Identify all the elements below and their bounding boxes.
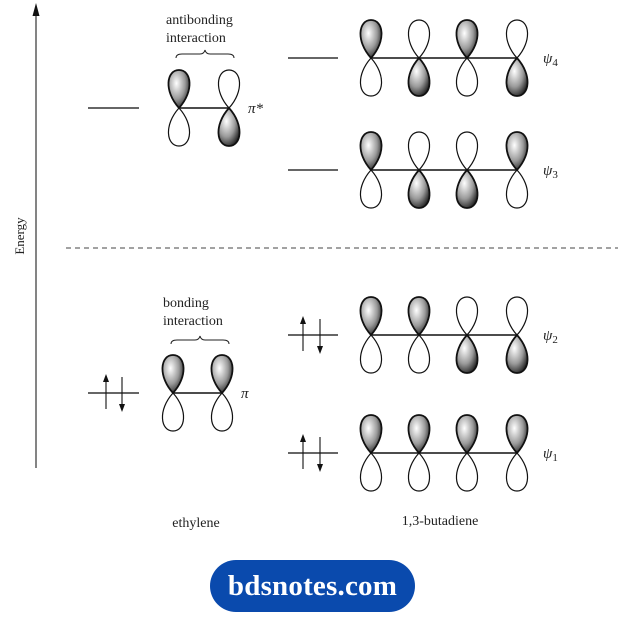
butadiene-label: 1,3-butadiene [402, 514, 479, 529]
open-lobe [407, 19, 431, 59]
spin-up-arrow-icon [300, 316, 306, 324]
open-lobe [210, 392, 234, 432]
orbital-label-pi_star: π* [248, 101, 264, 117]
open-lobe [455, 57, 479, 97]
orbital-psi3: ψ3 [288, 131, 558, 209]
shaded-lobe [359, 19, 383, 60]
open-lobe [359, 452, 383, 492]
shaded-lobe [407, 296, 431, 337]
shaded-lobe [167, 69, 191, 110]
open-lobe [455, 296, 479, 336]
orbital-label-pi: π [241, 386, 249, 402]
open-lobe [161, 392, 185, 432]
orbital-pi_star: π* [88, 69, 264, 147]
energy-axis-label: Energy [12, 217, 27, 255]
shaded-lobe [359, 296, 383, 337]
shaded-lobe [505, 333, 529, 374]
open-lobe [359, 334, 383, 374]
energy-axis: Energy [12, 3, 40, 468]
shaded-lobe [455, 19, 479, 60]
bonding-caption: bonding interaction [163, 296, 230, 345]
shaded-lobe [455, 168, 479, 209]
shaded-lobe [359, 131, 383, 172]
shaded-lobe [455, 333, 479, 374]
orbital-psi4: ψ4 [288, 19, 558, 97]
shaded-lobe [505, 56, 529, 97]
spin-down-arrow-icon [119, 404, 125, 412]
open-lobe [455, 452, 479, 492]
axis-arrowhead-icon [32, 3, 40, 16]
open-lobe [455, 131, 479, 171]
shaded-lobe [161, 354, 185, 395]
bdsnotes-watermark-badge[interactable]: bdsnotes.com [210, 560, 415, 612]
open-lobe [407, 334, 431, 374]
orbital-label-psi2: ψ2 [543, 328, 558, 346]
orbital-pi: π [88, 354, 249, 432]
shaded-lobe [407, 414, 431, 455]
open-lobe [505, 19, 529, 59]
ethylene-label: ethylene [172, 516, 219, 531]
orbital-label-psi4: ψ4 [543, 51, 558, 69]
shaded-lobe [505, 131, 529, 172]
spin-down-arrow-icon [317, 346, 323, 354]
orbital-psi2: ψ2 [288, 296, 558, 374]
shaded-lobe [505, 414, 529, 455]
shaded-lobe [407, 168, 431, 209]
antibonding-caption: antibonding interaction [166, 13, 235, 59]
open-lobe [505, 296, 529, 336]
open-lobe [217, 69, 241, 109]
shaded-lobe [455, 414, 479, 455]
spin-up-arrow-icon [103, 374, 109, 382]
open-lobe [407, 452, 431, 492]
svg-text:bonding: bonding [163, 296, 209, 311]
open-lobe [505, 169, 529, 209]
brace-icon [170, 335, 230, 345]
svg-text:interaction: interaction [163, 314, 223, 329]
shaded-lobe [210, 354, 234, 395]
shaded-lobe [359, 414, 383, 455]
open-lobe [167, 107, 191, 147]
svg-text:antibonding: antibonding [166, 13, 233, 28]
open-lobe [359, 169, 383, 209]
svg-text:interaction: interaction [166, 31, 226, 46]
orbital-layer: π* π ψ4 ψ3 ψ2 ψ1 [88, 19, 558, 492]
spin-down-arrow-icon [317, 464, 323, 472]
orbital-label-psi1: ψ1 [543, 446, 558, 464]
shaded-lobe [217, 106, 241, 147]
shaded-lobe [407, 56, 431, 97]
brace-icon [175, 49, 235, 59]
watermark-text: bdsnotes.com [227, 569, 398, 602]
spin-up-arrow-icon [300, 434, 306, 442]
orbital-psi1: ψ1 [288, 414, 558, 492]
open-lobe [359, 57, 383, 97]
orbital-label-psi3: ψ3 [543, 163, 558, 181]
open-lobe [505, 452, 529, 492]
open-lobe [407, 131, 431, 171]
